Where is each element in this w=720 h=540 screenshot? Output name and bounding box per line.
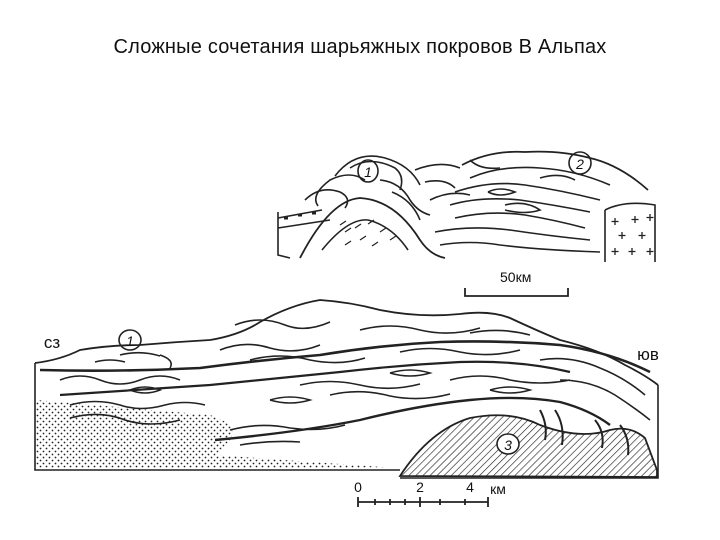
marker-3-lower-circle [496,433,520,455]
granite-crosses-upper-right [611,214,654,255]
lower-scale-tick-2: 2 [416,479,424,495]
label-northwest: сз [44,333,61,352]
upper-marker-2: 2 [575,156,584,172]
lower-section [34,299,659,507]
dotted-basement [36,400,395,468]
lower-scale-unit: км [490,481,506,497]
lower-scale-tick-0: 0 [354,479,362,495]
lower-marker-3: 3 [504,437,512,453]
hatched-massif-3 [398,414,658,478]
upper-marker-1: 1 [364,164,372,180]
marker-1-lower-circle [118,329,142,351]
marker-2-upper-circle [568,151,592,175]
upper-section [277,150,656,297]
granite-crosses-upper-dome [339,219,397,247]
lower-scale-bar [357,497,489,507]
lower-marker-1: 1 [126,333,134,349]
lower-scale-tick-4: 4 [466,479,474,495]
slide-title: Сложные сочетания шарьяжных покровов В А… [113,36,607,58]
marker-1-upper-circle [357,159,379,183]
label-southeast: юв [637,345,659,364]
upper-scale-label: 50км [500,269,531,285]
upper-scale-bar [464,288,569,297]
